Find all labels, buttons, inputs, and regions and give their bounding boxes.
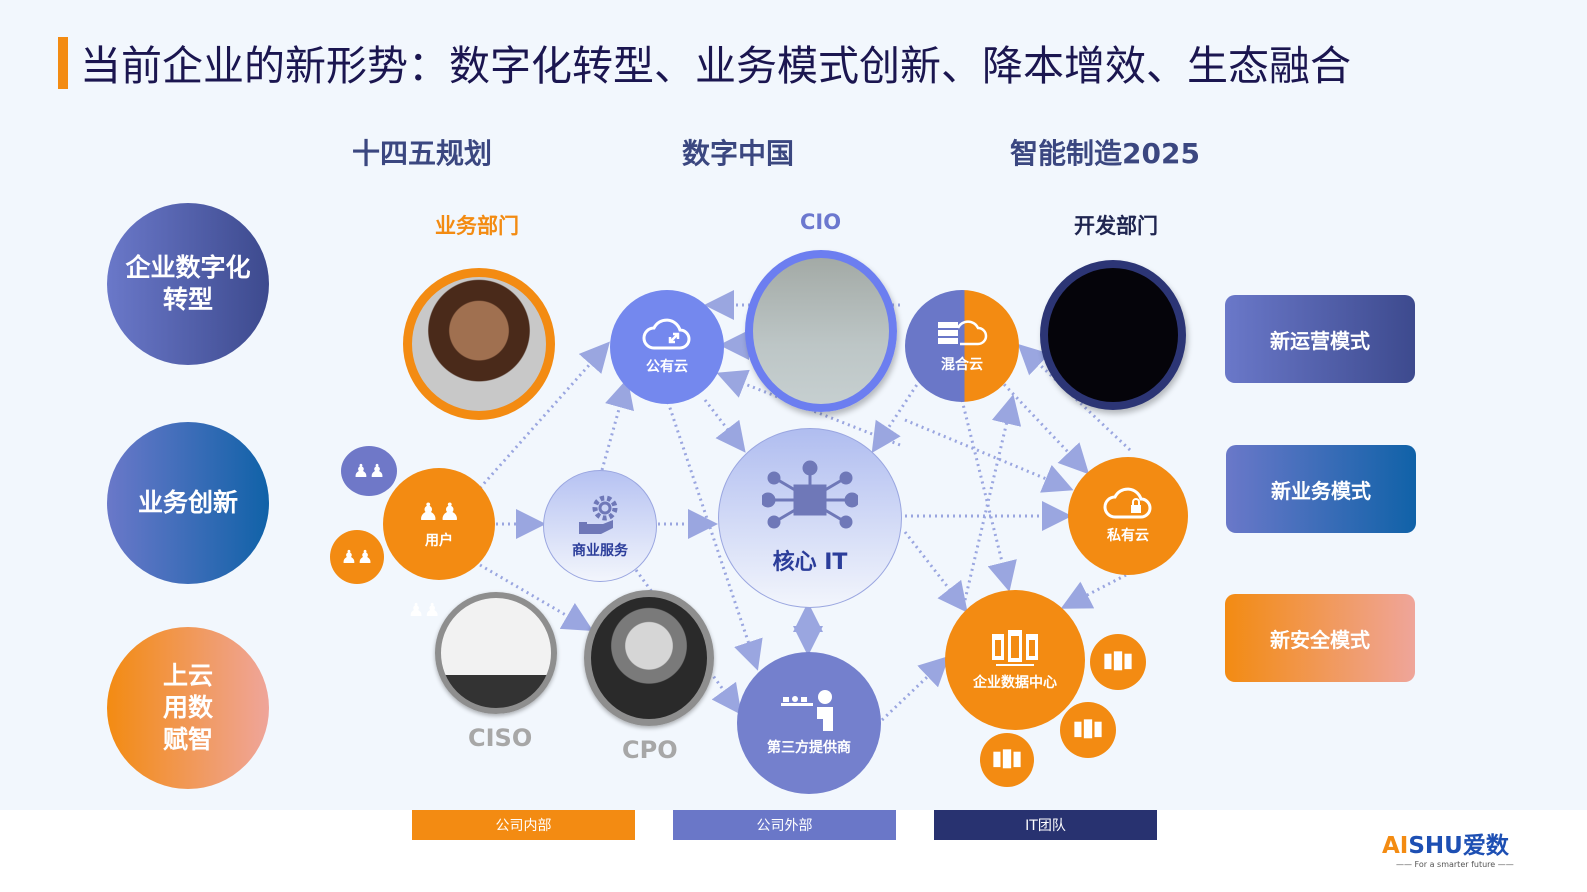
data-center-bubble — [980, 733, 1034, 787]
strategy-digital-china: 数字中国 — [682, 137, 795, 170]
theme-line: 业务创新 — [137, 488, 238, 517]
users-icon: ♟♟ — [408, 600, 441, 621]
user-group-bubble: ♟♟ — [330, 530, 384, 584]
role-cpo-label: CPO — [622, 736, 678, 764]
page-title: 当前企业的新形势：数字化转型、业务模式创新、降本增效、生态融合 — [80, 42, 1351, 90]
node-label: 混合云 — [941, 357, 983, 373]
business-dept-avatar — [403, 268, 555, 420]
node-label: 商业服务 — [572, 543, 628, 559]
node-label: 企业数据中心 — [973, 675, 1057, 691]
users-icon: ♟♟ — [352, 460, 386, 482]
users-icon: ♟♟ — [340, 546, 374, 568]
node-label: 第三方提供商 — [767, 740, 851, 756]
title-accent-bar — [58, 37, 68, 89]
dept-dev-label: 开发部门 — [1074, 214, 1158, 238]
theme-line: 用数 — [162, 693, 213, 722]
server-rack-icon — [992, 630, 1038, 666]
user-group-bubble: ♟♟ — [341, 446, 397, 496]
waiter-service-icon — [781, 690, 833, 731]
node-business-service: 商业服务 — [543, 470, 657, 582]
data-center-bubble — [1090, 634, 1146, 690]
node-enterprise-data-center: 企业数据中心 — [945, 590, 1085, 730]
server-rack-icon — [1074, 719, 1102, 739]
cloud-icon — [642, 318, 691, 350]
theme-business-innovation: 业务创新 — [107, 422, 269, 584]
node-label: 核心 IT — [772, 550, 848, 575]
server-rack-icon — [993, 749, 1021, 769]
network-hub-icon — [762, 460, 858, 529]
theme-digital-transformation: 企业数字化转型 — [107, 203, 269, 365]
cio-avatar — [745, 250, 897, 412]
legend-internal: 公司内部 — [412, 810, 635, 840]
logo-ai: AI — [1382, 833, 1409, 859]
users-icon: ♟♟ — [417, 498, 461, 526]
aishu-logo: AISHU爱数 —— For a smarter future —— — [1382, 826, 1514, 869]
dept-business-label: 业务部门 — [435, 214, 519, 238]
data-center-bubble — [1060, 702, 1116, 758]
node-third-party-provider: 第三方提供商 — [737, 652, 881, 794]
mode-new-business: 新业务模式 — [1226, 445, 1416, 533]
node-hybrid-cloud: 混合云 — [905, 290, 1019, 402]
dept-cio-label: CIO — [800, 210, 842, 234]
theme-line: 赋智 — [162, 725, 213, 754]
node-user: ♟♟ 用户 — [383, 468, 495, 580]
gear-hand-icon — [579, 495, 618, 534]
cloud-lock-icon — [1103, 487, 1152, 519]
node-label: 公有云 — [646, 359, 688, 375]
node-public-cloud: 公有云 — [610, 290, 724, 404]
theme-line: 企业数字化 — [125, 253, 251, 282]
strategy-14th-five-year-plan: 十四五规划 — [352, 137, 493, 170]
mode-new-security: 新安全模式 — [1225, 594, 1415, 682]
slide-canvas: 当前企业的新形势：数字化转型、业务模式创新、降本增效、生态融合 十四五规划 数字… — [0, 0, 1587, 810]
logo-tagline: —— For a smarter future —— — [1396, 860, 1514, 869]
node-label: 用户 — [425, 533, 453, 549]
ciso-avatar — [435, 592, 557, 714]
legend-external: 公司外部 — [673, 810, 896, 840]
node-private-cloud: 私有云 — [1068, 457, 1188, 575]
legend-it-team: IT团队 — [934, 810, 1157, 840]
server-cloud-icon — [938, 320, 988, 346]
strategy-made-in-china-2025: 智能制造2025 — [1010, 137, 1200, 170]
theme-cloud-data-intelligence: 上云用数赋智 — [107, 627, 269, 789]
node-core-it: 核心 IT — [718, 428, 902, 608]
role-ciso-label: CISO — [468, 724, 533, 752]
dev-dept-avatar — [1040, 260, 1186, 410]
theme-line: 转型 — [162, 285, 213, 314]
logo-brand: SHU爱数 — [1408, 833, 1509, 859]
server-rack-icon — [1104, 651, 1132, 671]
cpo-avatar — [584, 590, 714, 726]
mode-new-operations: 新运营模式 — [1225, 295, 1415, 383]
node-label: 私有云 — [1107, 528, 1149, 544]
theme-line: 上云 — [162, 661, 213, 690]
